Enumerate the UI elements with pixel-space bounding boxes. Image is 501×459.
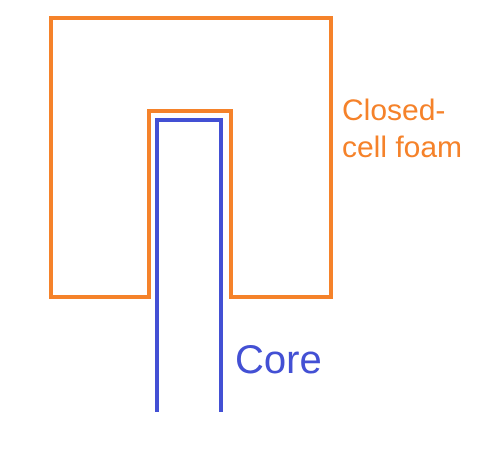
foam-outline bbox=[49, 16, 333, 299]
foam-label-line1: Closed- bbox=[342, 94, 446, 127]
foam-label-line2: cell foam bbox=[342, 131, 463, 164]
core-label: Core bbox=[235, 338, 322, 382]
core-outline bbox=[155, 118, 223, 412]
foam-label: Closed- cell foam bbox=[342, 92, 462, 166]
